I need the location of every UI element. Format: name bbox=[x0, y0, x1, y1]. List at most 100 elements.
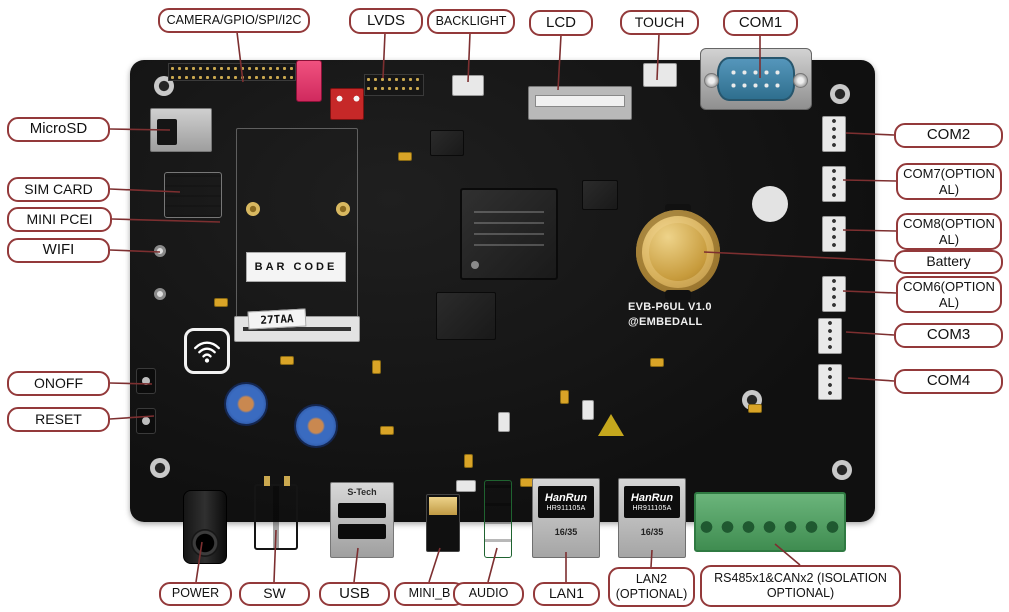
coin-cell-battery bbox=[636, 210, 720, 294]
power-inductor bbox=[294, 404, 338, 448]
callout-lcd: LCD bbox=[529, 10, 593, 36]
lan-model-text: HR911105A bbox=[546, 504, 586, 512]
db9-screw bbox=[704, 73, 719, 88]
power-jack-barrel bbox=[191, 529, 219, 557]
cpu-pin1-dot bbox=[471, 261, 479, 269]
lan-code-text: 16/35 bbox=[554, 527, 578, 537]
touch-connector bbox=[643, 63, 677, 87]
mini-usb-shell bbox=[429, 497, 457, 515]
callout-backlight: BACKLIGHT bbox=[427, 9, 515, 34]
tantalum-cap bbox=[372, 360, 381, 374]
power-jack bbox=[183, 490, 227, 564]
microsd-slot bbox=[150, 108, 212, 152]
dip-switch bbox=[330, 88, 364, 120]
switch-pin bbox=[264, 476, 270, 486]
power-inductor bbox=[224, 382, 268, 426]
callout-lvds: LVDS bbox=[349, 8, 423, 34]
lcd-fpc-slot bbox=[535, 95, 625, 107]
com3-header bbox=[818, 318, 842, 354]
callout-onoff: ONOFF bbox=[7, 371, 110, 396]
tantalum-cap bbox=[464, 454, 473, 468]
callout-mini-pcei: MINI PCEI bbox=[7, 207, 112, 232]
cpu-chip bbox=[460, 188, 558, 280]
tantalum-cap bbox=[214, 298, 228, 307]
tantalum-cap bbox=[380, 426, 394, 435]
callout-reset: RESET bbox=[7, 407, 110, 432]
lvds-header bbox=[364, 74, 424, 96]
button-dot bbox=[142, 417, 150, 425]
lan-model-text: HR911105A bbox=[632, 504, 672, 512]
callout-audio: AUDIO bbox=[453, 582, 524, 606]
callout-com3: COM3 bbox=[894, 323, 1003, 348]
pcie-standoff bbox=[336, 202, 350, 216]
pcb-board: BAR CODE 27TAA EVB-P6UL V1.0 @ bbox=[130, 48, 875, 564]
camera-gpio-header bbox=[168, 63, 296, 81]
antenna-ufl-connector bbox=[154, 288, 166, 300]
usb-port-slot bbox=[338, 524, 386, 539]
com2-header bbox=[822, 116, 846, 152]
wifi-logo-box bbox=[184, 328, 230, 374]
callout-power: POWER bbox=[159, 582, 232, 606]
db9-pins bbox=[728, 66, 784, 92]
mounting-hole bbox=[832, 460, 852, 480]
lan1-jack: HanRun HR911105A 16/35 bbox=[532, 478, 600, 558]
antenna-ufl-connector bbox=[154, 245, 166, 257]
lan-brand-text: HanRun bbox=[630, 492, 674, 505]
com1-db9-connector bbox=[700, 48, 812, 110]
mini-usb-connector bbox=[426, 494, 460, 552]
callout-com6-optional: COM6(OPTIONAL) bbox=[896, 276, 1002, 313]
callout-sw: SW bbox=[239, 582, 310, 606]
reset-button bbox=[136, 408, 156, 434]
db9-face bbox=[717, 57, 795, 101]
pcie-standoff bbox=[246, 202, 260, 216]
callout-com2: COM2 bbox=[894, 123, 1003, 148]
sim-card-holder bbox=[164, 172, 222, 218]
tantalum-cap bbox=[560, 390, 569, 404]
lan-code-text: 16/35 bbox=[640, 527, 664, 537]
callout-rs485-can: RS485x1&CANx2 (ISOLATION OPTIONAL) bbox=[700, 565, 901, 607]
lan2-jack: HanRun HR911105A 16/35 bbox=[618, 478, 686, 558]
onoff-button bbox=[136, 368, 156, 394]
audio-connector bbox=[484, 480, 512, 558]
barcode-sticker: BAR CODE bbox=[246, 252, 346, 282]
ic-chip bbox=[582, 180, 618, 210]
tantalum-cap bbox=[748, 404, 762, 413]
callout-microsd: MicroSD bbox=[7, 117, 110, 142]
wifi-icon bbox=[194, 341, 220, 363]
callout-com7-optional: COM7(OPTIONAL) bbox=[896, 163, 1002, 200]
battery-holder-tab bbox=[665, 290, 691, 300]
microsd-card bbox=[157, 119, 177, 145]
board-maker-text: @EMBEDALL bbox=[628, 316, 703, 329]
ic-chip bbox=[430, 130, 464, 156]
callout-sim-card: SIM CARD bbox=[7, 177, 110, 202]
board-model-text: EVB-P6UL V1.0 bbox=[628, 301, 712, 313]
db9-screw bbox=[793, 73, 808, 88]
small-connector bbox=[582, 400, 594, 420]
board-silkscreen: EVB-P6UL V1.0 @EMBEDALL bbox=[628, 300, 712, 331]
tantalum-cap bbox=[398, 152, 412, 161]
mounting-hole bbox=[150, 458, 170, 478]
small-connector bbox=[498, 412, 510, 432]
com4-header bbox=[818, 364, 842, 400]
power-switch bbox=[254, 476, 298, 550]
lan-sticker: HanRun HR911105A bbox=[624, 486, 680, 518]
tantalum-cap bbox=[650, 358, 664, 367]
small-connector bbox=[456, 480, 476, 492]
usb-port-slot bbox=[338, 503, 386, 518]
button-dot bbox=[142, 377, 150, 385]
esd-warning-icon bbox=[598, 414, 624, 436]
com7-header bbox=[822, 166, 846, 202]
round-sticker bbox=[752, 186, 788, 222]
lcd-fpc-connector bbox=[528, 86, 632, 120]
memory-chip bbox=[436, 292, 496, 340]
callout-usb: USB bbox=[319, 582, 390, 606]
module-code-sticker: 27TAA bbox=[247, 308, 307, 330]
com8-header bbox=[822, 216, 846, 252]
callout-camera-gpio-spi-i2c: CAMERA/GPIO/SPI/I2C bbox=[158, 8, 310, 33]
callout-touch: TOUCH bbox=[620, 10, 699, 35]
callout-wifi: WIFI bbox=[7, 238, 110, 263]
callout-com1: COM1 bbox=[723, 10, 798, 36]
callout-com4: COM4 bbox=[894, 369, 1003, 394]
pink-connector bbox=[296, 60, 322, 102]
